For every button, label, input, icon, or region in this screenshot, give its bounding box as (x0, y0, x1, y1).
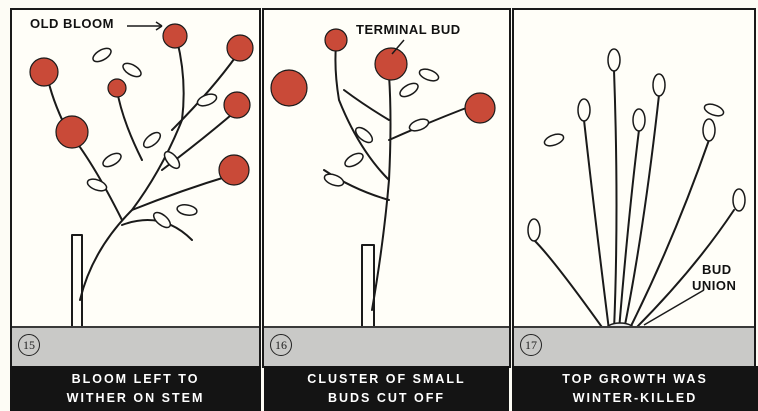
ground-16 (264, 326, 509, 366)
figure-number-15: 15 (18, 334, 40, 356)
ground-15 (12, 326, 259, 366)
figure-number-16: 16 (270, 334, 292, 356)
figure-number-17: 17 (520, 334, 542, 356)
old-bloom-callout: OLD BLOOM (30, 16, 114, 31)
ground-17 (514, 326, 754, 366)
caption-15-line2: WITHER ON STEM (10, 389, 261, 408)
caption-15-line1: BLOOM LEFT TO (10, 370, 261, 389)
panel-16: TERMINAL BUD 16 (262, 8, 511, 368)
terminal-bud-callout: TERMINAL BUD (356, 22, 461, 37)
caption-16-line2: BUDS CUT OFF (264, 389, 509, 408)
panel-15: OLD BLOOM 15 (10, 8, 261, 368)
caption-17: TOP GROWTH WAS WINTER-KILLED (512, 366, 758, 411)
caption-17-line1: TOP GROWTH WAS (512, 370, 758, 389)
rose-bush-17-drawing (514, 10, 754, 366)
caption-16-line1: CLUSTER OF SMALL (264, 370, 509, 389)
panel-17: BUD UNION 17 (512, 8, 756, 368)
caption-15: BLOOM LEFT TO WITHER ON STEM (10, 366, 261, 411)
caption-17-line2: WINTER-KILLED (512, 389, 758, 408)
bud-union-callout-line1: BUD (702, 262, 732, 277)
bud-union-callout-line2: UNION (692, 278, 736, 293)
caption-16: CLUSTER OF SMALL BUDS CUT OFF (264, 366, 509, 411)
rose-bush-15-drawing (12, 10, 259, 366)
rose-bush-16-drawing (264, 10, 509, 366)
